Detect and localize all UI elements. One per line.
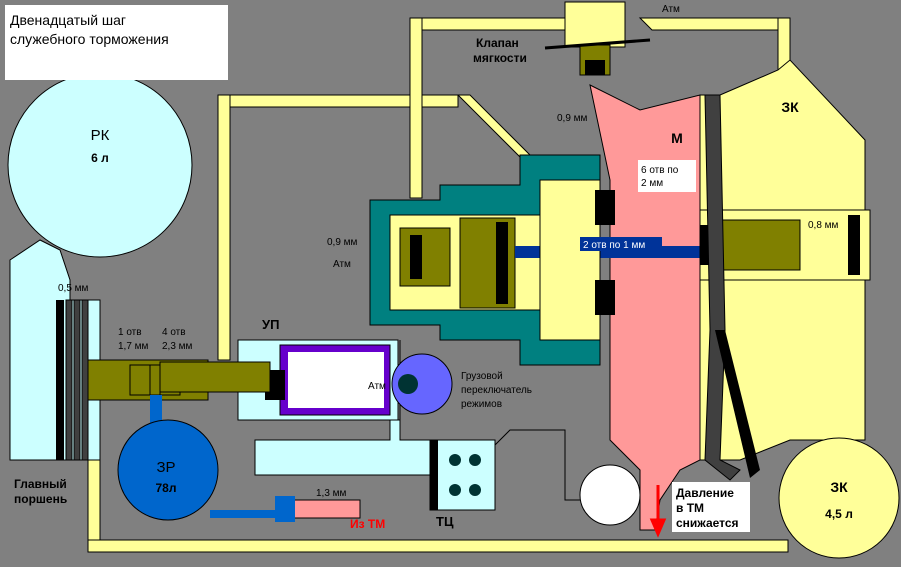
zk-diagonal-wall [715, 330, 760, 478]
right-valve: 0,8 мм [699, 94, 871, 481]
zr-outlet-pipe [210, 510, 280, 518]
pipe-top-horizontal [409, 17, 571, 31]
pressure-label-1: Давление [676, 486, 734, 500]
title-line-2: служебного торможения [10, 31, 169, 47]
atm-top-label: Атм [662, 4, 680, 15]
zr-label: ЗР [156, 459, 175, 476]
main-piston-label-2: поршень [14, 492, 67, 506]
pipes [87, 17, 791, 553]
zk-small-volume: 4,5 л [825, 507, 853, 521]
pipe-top-right [638, 17, 791, 31]
holes2-label: 2 отв по 1 мм [583, 240, 645, 251]
up-rod [159, 361, 271, 393]
cargo-switch-knob[interactable] [391, 353, 453, 415]
reservoir-rk: РК 6 л [7, 72, 193, 258]
pressure-arrow [649, 485, 667, 538]
reservoir-zk-small: ЗК 4,5 л [778, 437, 900, 559]
m-divider-wall [704, 94, 741, 481]
d08-label: 0,8 мм [808, 220, 839, 231]
atm-left-label: Атм [333, 259, 351, 270]
tc-piston [430, 440, 438, 510]
holes2-box [580, 237, 662, 251]
zk-small-tank [778, 437, 900, 559]
valve-diaphragm-bot [595, 280, 615, 315]
softness-valve-body [564, 1, 626, 48]
d09-left-label: 0,9 мм [327, 237, 358, 248]
rk-volume: 6 л [91, 151, 109, 165]
holes4-label-2: 2,3 мм [162, 341, 193, 352]
d13-label: 1,3 мм [316, 488, 347, 499]
zr-tank [117, 419, 219, 521]
holes1-label-1: 1 отв [118, 327, 142, 338]
softness-valve-plunger [585, 60, 605, 75]
up-label: УП [262, 317, 279, 332]
rk-tank [7, 72, 193, 258]
rk-label: РК [91, 127, 110, 144]
piston-plate-4 [81, 299, 89, 461]
tc-body [429, 439, 496, 511]
title-line-1: Двенадцатый шаг [10, 12, 126, 28]
holes6-label-2: 2 мм [641, 178, 663, 189]
cargo-label-3: режимов [461, 399, 502, 410]
cargo-switch-up: УП Атм Грузовой переключатель режимов [159, 317, 532, 476]
d09-top-label: 0,9 мм [557, 113, 588, 124]
pipe-upper-vertical-left [217, 94, 231, 361]
tc-label: ТЦ [436, 514, 454, 529]
brake-cylinder-tc: ТЦ [429, 429, 641, 529]
right-valve-olive [709, 219, 801, 271]
piston-plate-2 [65, 299, 73, 461]
annotations: Двенадцатый шаг служебного торможения 6 … [5, 5, 750, 538]
pipe-bottom [87, 539, 789, 553]
softness-valve-label-2: мягкости [473, 51, 527, 65]
pressure-box [672, 482, 750, 532]
reservoir-zr: ЗР 78л [117, 395, 280, 521]
from-tm-label: Из ТМ [350, 517, 385, 531]
holes6-box [638, 160, 696, 192]
valve-black-left [410, 235, 422, 279]
valve-diaphragm-top [595, 190, 615, 225]
title-box [5, 5, 228, 80]
main-piston-label-1: Главный [14, 477, 67, 491]
pressure-label-3: снижается [676, 516, 739, 530]
valve-olive-left [399, 227, 451, 287]
valve-right-yellow [539, 179, 601, 341]
holes4-label-1: 4 отв [162, 327, 186, 338]
softness-valve-label-1: Клапан [476, 36, 519, 50]
cargo-label-1: Грузовой [461, 371, 503, 382]
zk-small-label: ЗК [830, 479, 848, 495]
main-valve: 0,9 мм Атм [327, 154, 715, 366]
pipe-top-vertical [409, 17, 423, 199]
cargo-label-2: переключатель [461, 385, 532, 396]
holes6-label-1: 6 отв по [641, 165, 679, 176]
piston-plate-3 [73, 299, 81, 461]
pressure-label-2: в ТМ [676, 501, 704, 515]
zr-volume: 78л [156, 481, 177, 495]
m-label: М [671, 130, 683, 146]
tm-inlet-cap [275, 496, 295, 522]
tc-linkage [494, 429, 600, 501]
zk-top-label: ЗК [781, 99, 799, 115]
up-cylinder-inner [288, 352, 384, 408]
tm-inlet: 1,3 мм Из ТМ [275, 488, 385, 531]
up-atm-label: Атм [368, 381, 386, 392]
main-piston-assembly: 0,5 мм 1 отв 1,7 мм 4 отв 2,3 мм Главный… [9, 239, 209, 506]
piston-plate-1 [56, 300, 64, 460]
cargo-switch-center [398, 374, 418, 394]
d05-label: 0,5 мм [58, 283, 89, 294]
valve-black-mid [496, 222, 508, 304]
softness-valve-rod [544, 38, 651, 50]
holes1-label-2: 1,7 мм [118, 341, 149, 352]
softness-valve: Клапан мягкости Атм 0,9 мм [473, 1, 680, 124]
right-valve-cap [848, 215, 860, 275]
